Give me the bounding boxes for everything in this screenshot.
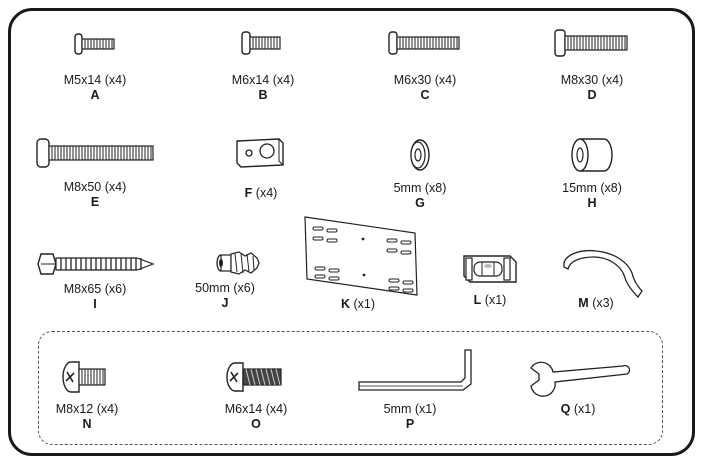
part-spec: M8x65 (x6)	[63, 282, 127, 296]
part-spec: 50mm (x6)	[195, 281, 255, 295]
part-letter: G	[415, 196, 425, 210]
part-spec: M6x14 (x4)	[224, 402, 288, 416]
optional-parts-group	[38, 331, 663, 445]
screw-icon	[36, 138, 154, 168]
part-letter: L	[473, 293, 482, 307]
part-spec: M8x50 (x4)	[63, 180, 127, 194]
part-spec: M8x30 (x4)	[560, 73, 624, 87]
allen-key-icon	[358, 349, 472, 391]
part-spec-line: F (x4)	[191, 186, 331, 201]
part-c: M6x30 (x4) C	[355, 30, 495, 103]
part-k: K (x1)	[288, 213, 428, 312]
part-spec: (x1)	[353, 297, 376, 311]
spacer-icon	[410, 139, 430, 171]
part-spec: (x1)	[573, 402, 596, 416]
part-spec: M8x12 (x4)	[55, 402, 119, 416]
part-spec-line: L (x1)	[420, 293, 560, 308]
part-letter: D	[587, 88, 597, 102]
part-letter: P	[405, 417, 415, 431]
part-letter: A	[90, 88, 100, 102]
lag-bolt-icon	[37, 253, 155, 275]
part-spec: M5x14 (x4)	[63, 73, 127, 87]
part-i: M8x65 (x6) I	[25, 250, 165, 312]
part-letter: J	[221, 296, 229, 310]
mounting-plate-icon	[304, 216, 418, 296]
part-spec: M6x14 (x4)	[231, 73, 295, 87]
screw-icon	[74, 33, 115, 55]
part-letter: F	[244, 186, 253, 200]
part-letter: C	[420, 88, 430, 102]
part-g: 5mm (x8) G	[350, 137, 490, 211]
part-a: M5x14 (x4) A	[25, 32, 165, 103]
part-p: 5mm (x1) P	[340, 348, 480, 432]
part-spec: (x1)	[484, 293, 507, 307]
cable-clip-icon	[563, 249, 643, 299]
part-spec: M6x30 (x4)	[393, 73, 457, 87]
screw-icon	[241, 31, 281, 55]
part-letter: Q	[560, 402, 571, 416]
part-b: M6x14 (x4) B	[193, 30, 333, 103]
part-spec: 5mm (x8)	[393, 181, 447, 195]
part-letter: K	[340, 297, 350, 311]
parts-list-frame	[8, 8, 695, 456]
wrench-icon	[530, 361, 631, 397]
part-spec: (x4)	[255, 186, 278, 200]
part-letter: B	[258, 88, 268, 102]
part-letter: M	[578, 296, 589, 310]
part-letter: O	[251, 417, 261, 431]
part-h: 15mm (x8) H	[522, 136, 662, 211]
part-d: M8x30 (x4) D	[522, 28, 662, 103]
part-spec: 15mm (x8)	[562, 181, 622, 195]
part-letter: N	[82, 417, 92, 431]
part-n: M8x12 (x4) N	[17, 360, 157, 432]
part-spec-line: Q (x1)	[508, 402, 648, 417]
part-f: F (x4)	[191, 135, 331, 201]
part-e: M8x50 (x4) E	[25, 137, 165, 210]
plate-washer-icon	[236, 138, 284, 168]
part-spec-line: K (x1)	[288, 297, 428, 312]
part-letter: H	[587, 196, 597, 210]
part-o: M6x14 (x4) O	[186, 360, 326, 432]
part-m: M (x3)	[526, 247, 666, 311]
screw-icon	[554, 29, 628, 57]
screw-icon	[226, 362, 282, 392]
part-spec-line: M (x3)	[526, 296, 666, 311]
part-spec: 5mm (x1)	[383, 402, 437, 416]
part-letter: I	[93, 297, 97, 311]
part-q: Q (x1)	[508, 361, 648, 417]
screw-icon	[388, 31, 460, 55]
part-l: L (x1)	[420, 252, 560, 308]
wall-anchor-icon	[216, 251, 260, 275]
part-j: 50mm (x6) J	[155, 248, 295, 311]
part-spec: (x3)	[592, 296, 614, 310]
spacer-icon	[571, 138, 613, 172]
part-letter: E	[90, 195, 100, 209]
bubble-level-icon	[463, 255, 517, 283]
screw-icon	[62, 361, 106, 393]
